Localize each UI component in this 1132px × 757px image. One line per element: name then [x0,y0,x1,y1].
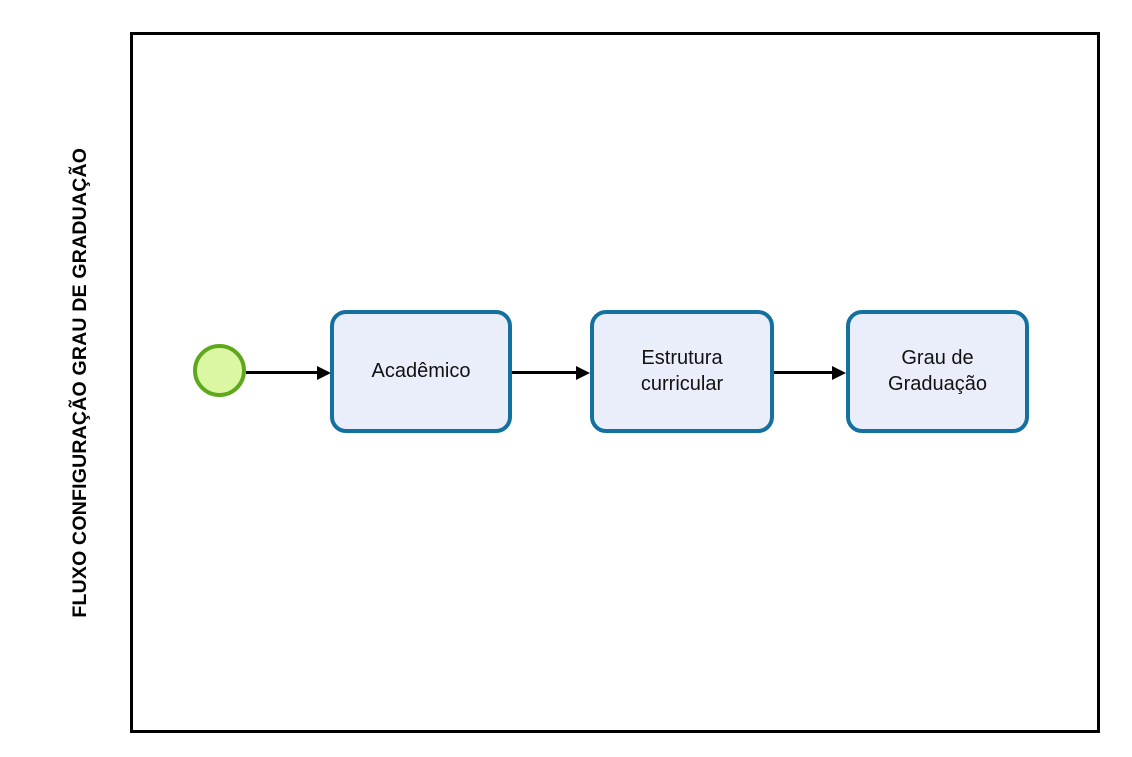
sequence-flow-estrutura-to-grau [774,365,846,380]
task-grau-de-graduacao[interactable]: Grau de Graduação [846,310,1029,433]
lane-header: FLUXO CONFIGURAÇÃO GRAU DE GRADUAÇÃO [32,32,133,733]
start-event-node[interactable] [193,344,246,397]
sequence-flow-start-to-academico [246,365,331,380]
lane-title-container: FLUXO CONFIGURAÇÃO GRAU DE GRADUAÇÃO [32,32,130,733]
sequence-flow-academico-to-estrutura [512,365,590,380]
lane-title: FLUXO CONFIGURAÇÃO GRAU DE GRADUAÇÃO [69,147,92,618]
task-estrutura-curricular[interactable]: Estrutura curricular [590,310,774,433]
task-academico[interactable]: Acadêmico [330,310,512,433]
task-academico-label: Acadêmico [371,359,471,382]
task-estrutura-curricular-label: Estrutura curricular [640,346,724,395]
task-grau-de-graduacao-label: Grau de Graduação [888,346,987,395]
